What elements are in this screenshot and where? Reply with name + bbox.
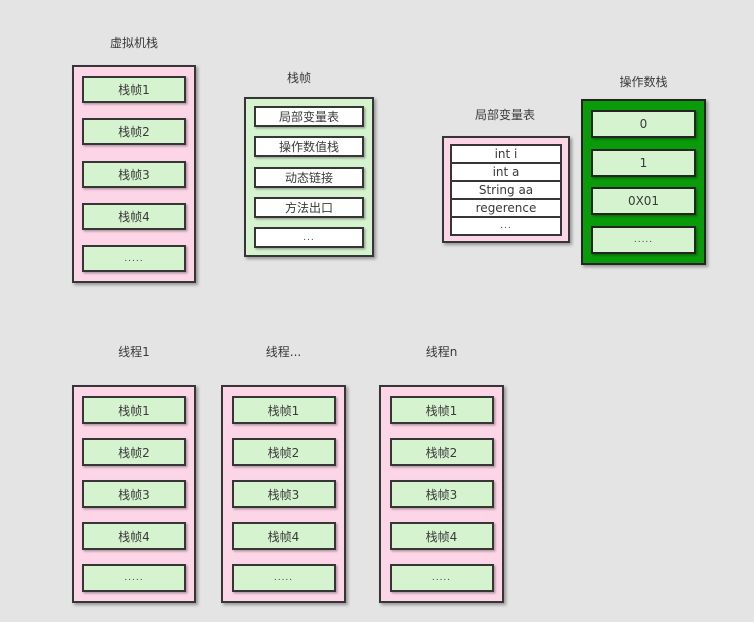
thread-dots-frame-1: 栈帧1: [231, 396, 336, 424]
vm-stack-frame-1: 栈帧1: [82, 76, 186, 103]
thread-n-frame-1: 栈帧1: [389, 396, 494, 424]
thread-n-panel: 栈帧1 栈帧2 栈帧3 栈帧4 .....: [379, 385, 504, 603]
operand-stack-title: 操作数栈: [619, 75, 668, 89]
thread-dots-frame-3: 栈帧3: [231, 480, 336, 508]
local-var-int-a: int a: [450, 162, 562, 182]
thread-1-title: 线程1: [118, 345, 150, 359]
stack-frame-dynamic-link: 动态链接: [254, 166, 364, 188]
stack-frame-operand-stack: 操作数值栈: [254, 136, 364, 158]
local-var-table-panel: int i int a String aa regerence ...: [442, 136, 570, 243]
local-var-reference: regerence: [450, 198, 562, 218]
thread-n-frame-2: 栈帧2: [389, 438, 494, 466]
operand-value-1: 1: [591, 148, 696, 177]
stack-frame-panel: 局部变量表 操作数值栈 动态链接 方法出口 ...: [244, 97, 374, 257]
local-var-table-title: 局部变量表: [474, 108, 535, 122]
thread-dots-panel: 栈帧1 栈帧2 栈帧3 栈帧4 .....: [221, 385, 346, 603]
vm-stack-panel: 栈帧1 栈帧2 栈帧3 栈帧4 .....: [72, 65, 196, 283]
local-var-int-i: int i: [450, 144, 562, 164]
stack-frame-method-exit: 方法出口: [254, 196, 364, 218]
operand-stack-panel: 0 1 0X01 .....: [581, 99, 706, 265]
thread-1-panel: 栈帧1 栈帧2 栈帧3 栈帧4 .....: [72, 385, 196, 603]
thread-n-frame-ellipsis: .....: [389, 564, 494, 592]
thread-n-frame-3: 栈帧3: [389, 480, 494, 508]
stack-frame-ellipsis: ...: [254, 227, 364, 248]
stack-frame-title: 栈帧: [286, 71, 311, 85]
vm-stack-frame-ellipsis: .....: [82, 245, 186, 272]
thread-1-frame-1: 栈帧1: [82, 396, 186, 424]
stack-frame-local-var-table: 局部变量表: [254, 106, 364, 127]
thread-1-frame-3: 栈帧3: [82, 480, 186, 508]
vm-stack-title: 虚拟机栈: [109, 36, 158, 50]
thread-1-frame-4: 栈帧4: [82, 522, 186, 550]
thread-1-frame-2: 栈帧2: [82, 438, 186, 466]
thread-dots-frame-ellipsis: .....: [231, 564, 336, 592]
operand-value-0x01: 0X01: [591, 187, 696, 216]
vm-stack-frame-3: 栈帧3: [82, 160, 186, 188]
local-var-ellipsis: ...: [450, 216, 562, 236]
vm-stack-frame-4: 栈帧4: [82, 202, 186, 230]
thread-dots-frame-2: 栈帧2: [231, 438, 336, 466]
vm-stack-frame-2: 栈帧2: [82, 118, 186, 146]
thread-n-minus-title: 线程...: [265, 345, 302, 359]
operand-value-0: 0: [591, 110, 696, 138]
thread-1-frame-ellipsis: .....: [82, 564, 186, 592]
thread-dots-frame-4: 栈帧4: [231, 522, 336, 550]
operand-value-ellipsis: .....: [591, 225, 696, 254]
thread-n-title: 线程n: [425, 345, 458, 359]
local-var-string-aa: String aa: [450, 180, 562, 200]
thread-n-frame-4: 栈帧4: [389, 522, 494, 550]
